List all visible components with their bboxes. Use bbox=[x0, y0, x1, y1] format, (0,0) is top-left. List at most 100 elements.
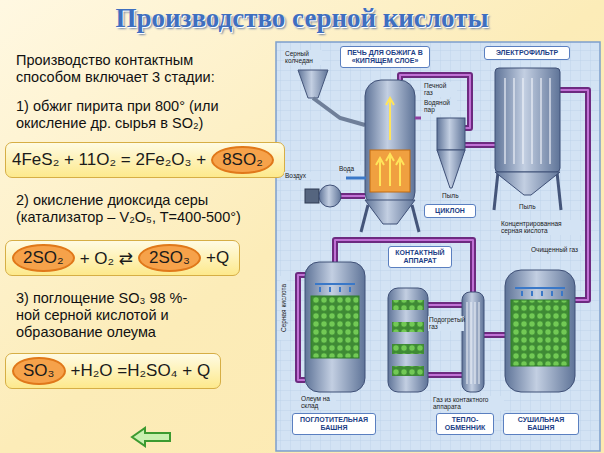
stage-text: 2) окисление диоксида серы (катализатор … bbox=[16, 192, 266, 226]
unit-name: ЭЛЕКТРОФИЛЬТР bbox=[488, 49, 566, 57]
electrostatic-filter bbox=[495, 68, 560, 172]
formula-text: + O₂ ⇄ bbox=[80, 248, 133, 269]
plant-panel bbox=[276, 42, 600, 451]
drying-tower bbox=[505, 270, 575, 392]
formula-text: SO₃ bbox=[23, 361, 55, 381]
contact-apparatus bbox=[392, 322, 424, 332]
stages-panel: Производство контактным способом включае… bbox=[0, 44, 280, 389]
heat-exchanger bbox=[462, 292, 484, 392]
pipe bbox=[298, 275, 305, 380]
pipe bbox=[465, 144, 495, 146]
roasting-furnace bbox=[365, 200, 415, 224]
air-blower bbox=[319, 185, 341, 207]
electrostatic-filter bbox=[494, 172, 498, 210]
unit-label: ПЕЧЬ ДЛЯ ОБЖИГА В «КИПЯЩЕМ СЛОЕ» bbox=[340, 46, 430, 68]
formula-text: 2SO₂ bbox=[23, 248, 64, 268]
stream-label: Олеум на склад bbox=[300, 395, 336, 410]
pipe bbox=[484, 334, 505, 336]
electrostatic-filter bbox=[505, 78, 550, 164]
slide-title: Производство серной кислоты bbox=[0, 3, 604, 34]
pipe bbox=[428, 374, 462, 376]
formula-text: 2SO₃ bbox=[149, 248, 190, 268]
stage-text: 3) поглощение SO₃ 98 %-ной серной кислот… bbox=[16, 290, 206, 341]
drying-tower bbox=[505, 270, 575, 392]
roasting-furnace bbox=[361, 80, 421, 232]
cyclone bbox=[437, 118, 465, 150]
pipe bbox=[341, 193, 365, 199]
cyclone bbox=[437, 150, 465, 188]
absorption-tower bbox=[315, 284, 355, 292]
equation-box: +H₂O =H₂SO₄ + Q SO₃ bbox=[5, 353, 221, 389]
unit-label: ЦИКЛОН bbox=[424, 204, 476, 218]
contact-apparatus bbox=[392, 300, 424, 310]
stream-label: Водяной пар bbox=[423, 99, 457, 114]
stream-label: Серный колчедан bbox=[284, 50, 322, 65]
pipe bbox=[298, 275, 305, 380]
contact-apparatus bbox=[388, 288, 428, 392]
electrostatic-filter bbox=[557, 172, 561, 210]
formula-text: +H₂O =H₂SO₄ + Q bbox=[71, 361, 211, 381]
unit-label: ТЕПЛО- ОБМЕННИК bbox=[436, 413, 494, 435]
highlight-oval: 2SO₂ bbox=[12, 244, 75, 272]
drying-tower bbox=[515, 288, 565, 296]
unit-label: ЭЛЕКТРОФИЛЬТР bbox=[484, 46, 570, 60]
stage-text: Производство контактным способом включае… bbox=[16, 52, 241, 86]
pyrite-hopper bbox=[313, 98, 365, 125]
absorption-tower bbox=[305, 262, 365, 392]
roasting-furnace bbox=[365, 80, 415, 208]
unit-label: СУШИЛЬНАЯ БАШНЯ bbox=[503, 413, 579, 435]
pipe bbox=[560, 90, 588, 300]
stream-label: Печной газ bbox=[423, 82, 457, 97]
highlight-oval: SO₃ bbox=[12, 357, 66, 385]
highlight-oval: 8SO₂ bbox=[211, 146, 274, 174]
pyrite-hopper bbox=[298, 70, 328, 98]
pipe bbox=[465, 142, 495, 148]
pyrite-hopper bbox=[298, 70, 365, 125]
formula-text: 4FeS₂ + 11O₂ = 2Fe₂O₃ + bbox=[12, 150, 206, 170]
pipe bbox=[428, 372, 462, 378]
roasting-furnace bbox=[415, 117, 421, 120]
unit-name: ТЕПЛО- ОБМЕННИК bbox=[440, 416, 490, 432]
unit-name: ПОГЛОТИТЕЛЬНАЯ БАШНЯ bbox=[296, 416, 372, 432]
pipe bbox=[428, 304, 462, 306]
unit-name: ЦИКЛОН bbox=[428, 207, 472, 215]
stream-label: Серная кислота bbox=[280, 276, 287, 340]
roasting-furnace bbox=[361, 205, 368, 232]
unit-label: ПОГЛОТИТЕЛЬНАЯ БАШНЯ bbox=[292, 413, 376, 435]
absorption-tower bbox=[305, 262, 365, 392]
drying-tower bbox=[511, 300, 569, 366]
equation-box: + O₂ ⇄+Q2SO₂2SO₃ bbox=[5, 240, 240, 276]
unit-label: КОНТАКТНЫЙ АППАРАТ bbox=[388, 246, 452, 268]
stream-label: Пыль bbox=[441, 192, 463, 199]
stream-label: Концентрированная серная кислота bbox=[500, 220, 582, 235]
heat-exchanger bbox=[462, 292, 484, 392]
heat-exchanger bbox=[467, 302, 479, 384]
pipe bbox=[428, 302, 462, 308]
pipe bbox=[341, 195, 365, 197]
highlight-oval: 2SO₃ bbox=[138, 244, 201, 272]
roasting-furnace bbox=[376, 98, 404, 186]
contact-apparatus bbox=[388, 288, 428, 392]
contact-apparatus bbox=[392, 366, 424, 376]
roasting-furnace bbox=[412, 205, 419, 232]
electrostatic-filter bbox=[494, 68, 561, 210]
stream-label: Вода bbox=[338, 165, 362, 172]
unit-name: СУШИЛЬНАЯ БАШНЯ bbox=[507, 416, 575, 432]
stream-label: Газ из контактного аппарата bbox=[432, 396, 504, 411]
absorption-tower bbox=[311, 296, 359, 358]
back-arrow bbox=[132, 428, 170, 446]
contact-apparatus bbox=[392, 344, 424, 354]
unit-name: ПЕЧЬ ДЛЯ ОБЖИГА В «КИПЯЩЕМ СЛОЕ» bbox=[344, 49, 426, 65]
air-blower bbox=[305, 178, 366, 207]
air-blower bbox=[346, 177, 366, 180]
formula-text: 8SO₂ bbox=[222, 150, 263, 170]
stage-text: 1) обжиг пирита при 800° (или окисление … bbox=[16, 98, 241, 132]
unit-name: КОНТАКТНЫЙ АППАРАТ bbox=[392, 249, 448, 265]
pipe bbox=[560, 90, 588, 300]
stream-label: Подогретый газ bbox=[428, 316, 464, 331]
stream-label: Пыль bbox=[518, 203, 540, 210]
stream-label: Воздух bbox=[284, 172, 316, 179]
equation-box: 4FeS₂ + 11O₂ = 2Fe₂O₃ + 8SO₂ bbox=[5, 142, 285, 178]
